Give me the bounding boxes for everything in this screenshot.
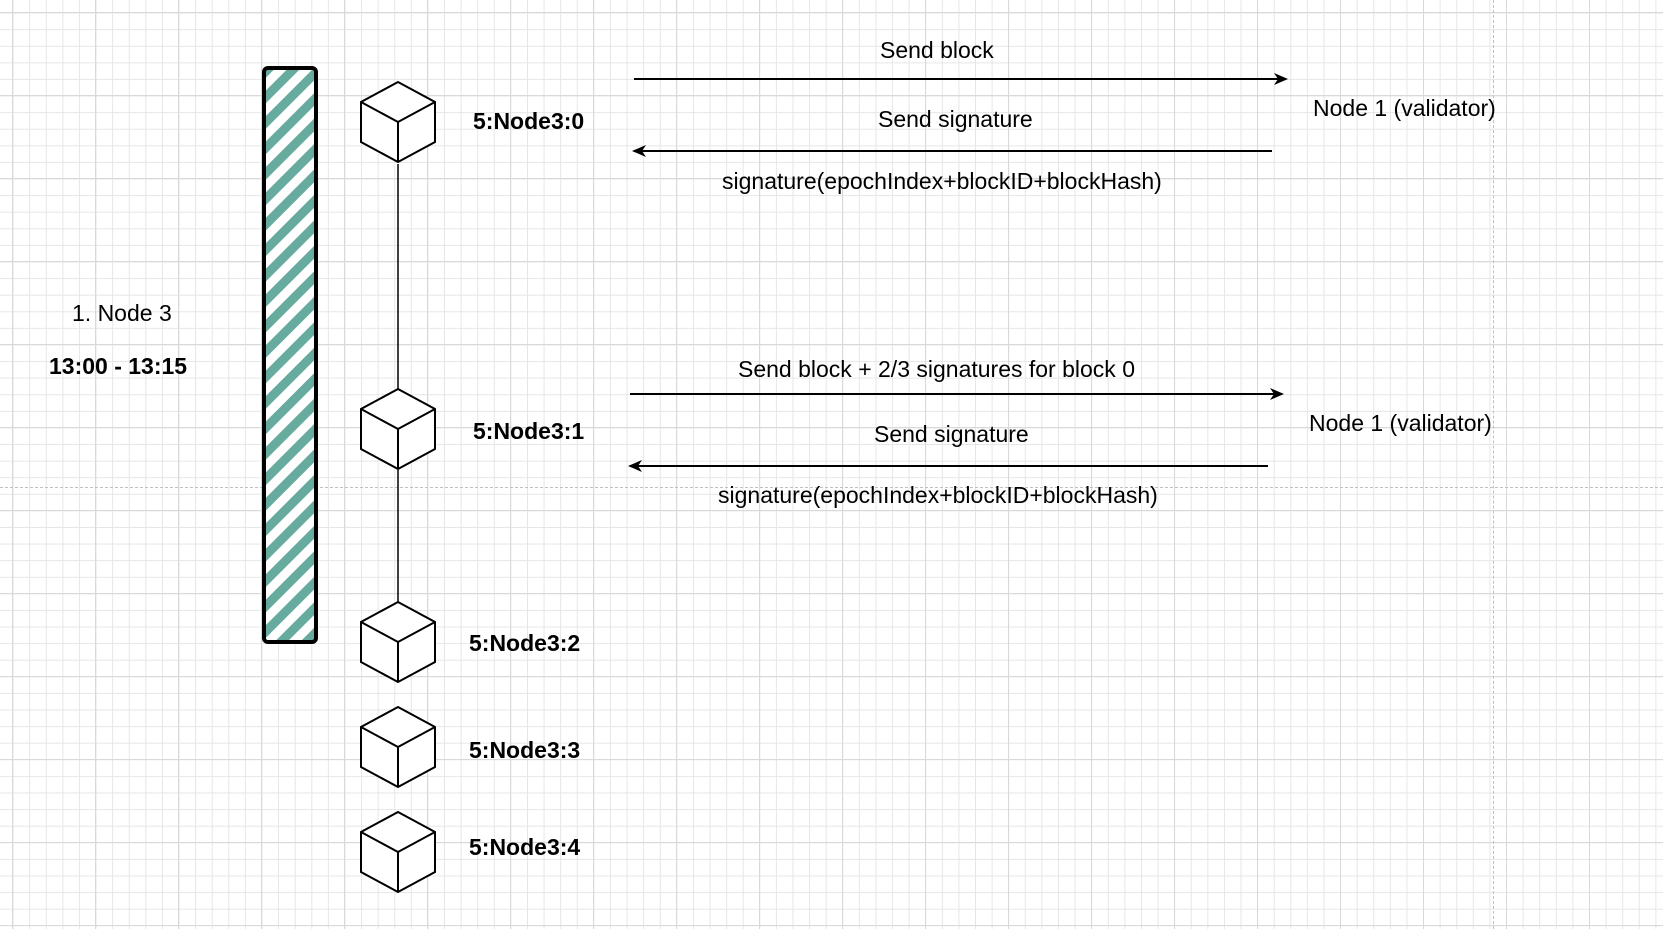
page-break-horizontal (0, 487, 1663, 488)
validator-label: Node 1 (validator) (1313, 95, 1496, 121)
block-label-3: 5:Node3:3 (469, 737, 581, 763)
send-block-label: Send block (880, 37, 994, 63)
send-block-signatures-label: Send block + 2/3 signatures for block 0 (738, 356, 1135, 382)
signature-formula-label: signature(epochIndex+blockID+blockHash) (722, 168, 1162, 194)
block-label-0: 5:Node3:0 (473, 108, 585, 134)
block-label-2: 5:Node3:2 (469, 630, 581, 656)
time-range: 13:00 - 13:15 (49, 353, 188, 379)
block-cube-icon[interactable] (360, 810, 436, 894)
block-cube-icon[interactable] (360, 600, 436, 684)
node-title: 1. Node 3 (72, 300, 172, 326)
timeline-bar[interactable] (262, 66, 318, 644)
block-cube-icon[interactable] (360, 387, 436, 471)
block-label-1: 5:Node3:1 (473, 418, 585, 444)
page-break-vertical (1493, 0, 1494, 929)
signature-formula-label-2: signature(epochIndex+blockID+blockHash) (718, 482, 1158, 508)
send-signature-label-2: Send signature (874, 421, 1029, 447)
block-label-4: 5:Node3:4 (469, 834, 581, 860)
block-cube-icon[interactable] (360, 80, 436, 164)
block-cube-icon[interactable] (360, 705, 436, 789)
validator-label-2: Node 1 (validator) (1309, 410, 1492, 436)
send-signature-label: Send signature (878, 106, 1033, 132)
